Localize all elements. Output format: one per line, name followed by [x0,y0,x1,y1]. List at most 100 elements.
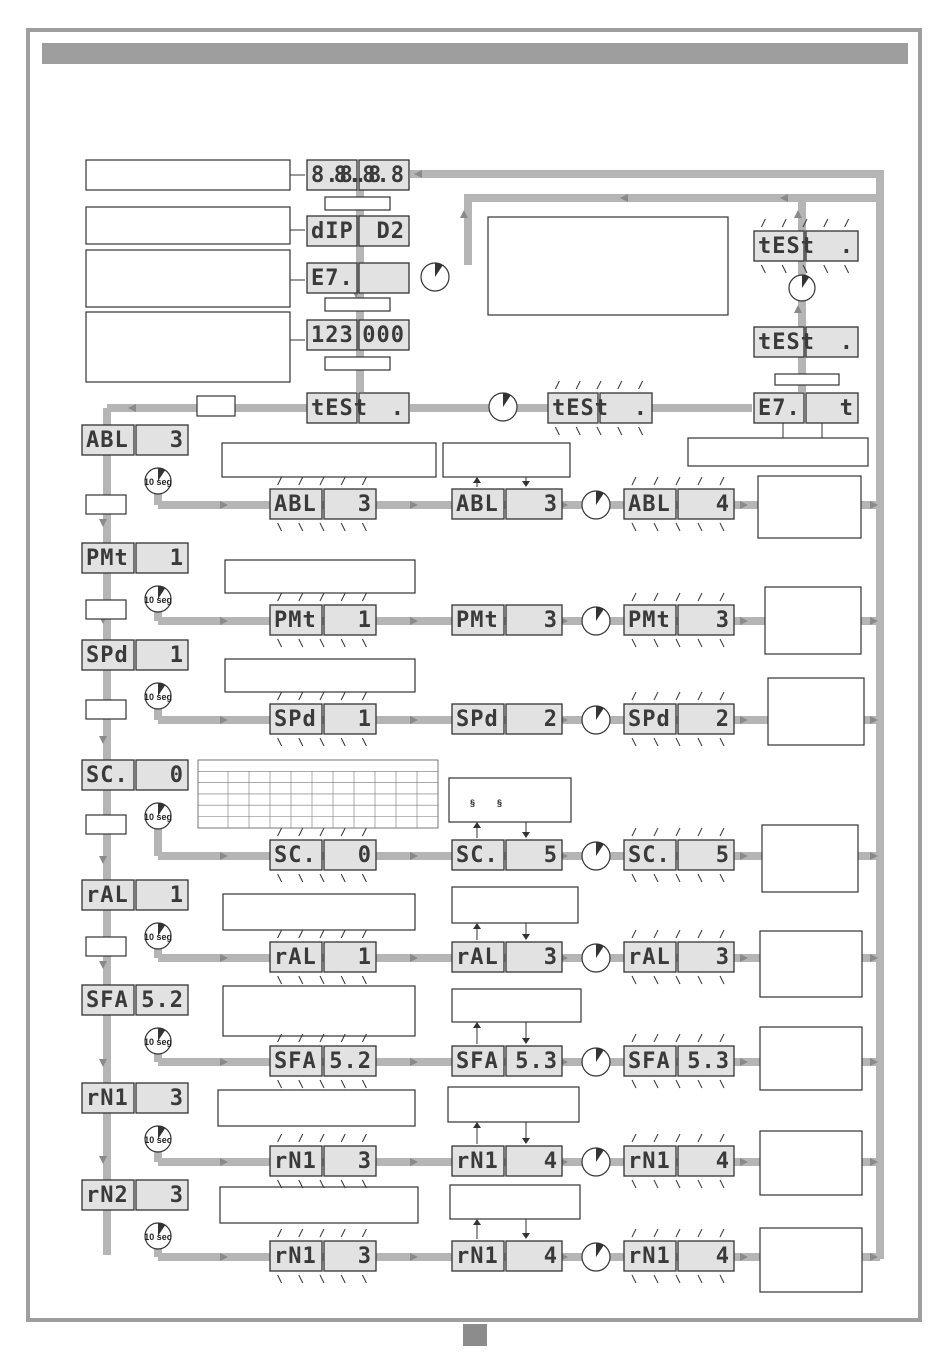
lcd-left-text: tESt [758,234,815,259]
flash-line [697,929,703,939]
lcd-right-text: . [840,234,854,259]
pipe-h [410,170,884,178]
flash-line [277,975,283,985]
lcd-display-test: tESt. [306,392,410,424]
lcd-right-panel [135,879,189,911]
timer-icon [581,943,611,973]
flash-line [319,873,325,883]
flash-line [631,592,637,602]
timer-wedge [596,706,604,720]
flash-line [277,737,283,747]
lcd-right-text: 5.2 [141,988,184,1013]
arrow-right [220,852,228,860]
arrow-right [410,716,418,724]
flash-line [719,929,725,939]
flash-line [697,691,703,701]
flash-line [653,737,659,747]
lcd-right-text: 1 [358,945,372,970]
lcd-left-panel [81,424,135,456]
lcd-left-text: rN1 [628,1244,671,1269]
lcd-right-panel [135,542,189,574]
flash-line [361,737,367,747]
timer-icon: 10 seg [144,1027,172,1055]
lcd-right-panel [805,392,859,424]
timer-icon [488,392,518,422]
flash-line [554,380,560,390]
flash-line [653,1079,659,1089]
flash-marks [631,592,725,648]
lcd-display-e7: E7. [306,262,410,294]
flash-line [340,1274,346,1284]
arrow-right [220,954,228,962]
timer-label: 10 seg [144,812,172,822]
flash-line [340,929,346,939]
flash-line [319,1228,325,1238]
lcd-right-panel [135,984,189,1016]
lcd-right-panel [323,488,377,520]
flash-line [719,827,725,837]
flash-line [298,1274,304,1284]
lcd-left-text: tESt [311,396,368,421]
flash-line [675,476,681,486]
row-set-box-4 [451,886,579,924]
lcd-right-panel [677,703,735,735]
lcd-left-panel [753,326,805,358]
flash-line [697,476,703,486]
lcd-left-text: rAL [628,945,671,970]
arrow-down [99,1059,107,1067]
lcd-right-panel [323,941,377,973]
lcd-right-text: 1 [170,643,184,668]
small-label-box [324,297,391,312]
lcd-right-panel [805,326,859,358]
flash-line [319,1274,325,1284]
flash-line [675,929,681,939]
flash-marks [631,691,725,747]
lcd-right-panel [358,262,410,294]
lcd-left-text: rN1 [628,1149,671,1174]
lcd-right-text: 4 [544,1149,558,1174]
flash-line [638,380,644,390]
arrow-right [410,1253,418,1261]
lcd-right-panel [135,1082,189,1114]
arrow-left [620,194,628,202]
lcd-right-panel [135,424,189,456]
lcd-right-panel [677,1145,735,1177]
row-set-box-0 [442,442,571,478]
lcd-left-text: SPd [628,707,671,732]
row-set-box-5 [451,988,582,1023]
flash-line [653,638,659,648]
flash-marks [631,476,725,532]
arrow-up [794,210,802,218]
lcd-left-panel [269,703,323,735]
flash-line [277,827,283,837]
flash-line [298,827,304,837]
lcd-menu-3: SC.0 [81,759,189,791]
row-end-box-2 [767,677,865,746]
lcd-right-text: 8.8.8 [334,163,405,188]
flash-line [631,1133,637,1143]
flash-line [340,1033,346,1043]
flash-line [719,638,725,648]
flash-line [697,592,703,602]
flash-line [298,1033,304,1043]
lcd-right-panel [505,604,563,636]
flash-line [554,426,560,436]
table-mark: § [470,798,475,808]
small-label-box [85,494,127,515]
arrow-up-black [473,1219,481,1225]
timer-wedge [596,842,604,856]
flash-line [298,638,304,648]
flash-line [361,638,367,648]
arrow-up-black [473,1122,481,1128]
flash-line [340,975,346,985]
lcd-left-panel [623,839,677,871]
flash-line [277,592,283,602]
flash-line [596,426,602,436]
